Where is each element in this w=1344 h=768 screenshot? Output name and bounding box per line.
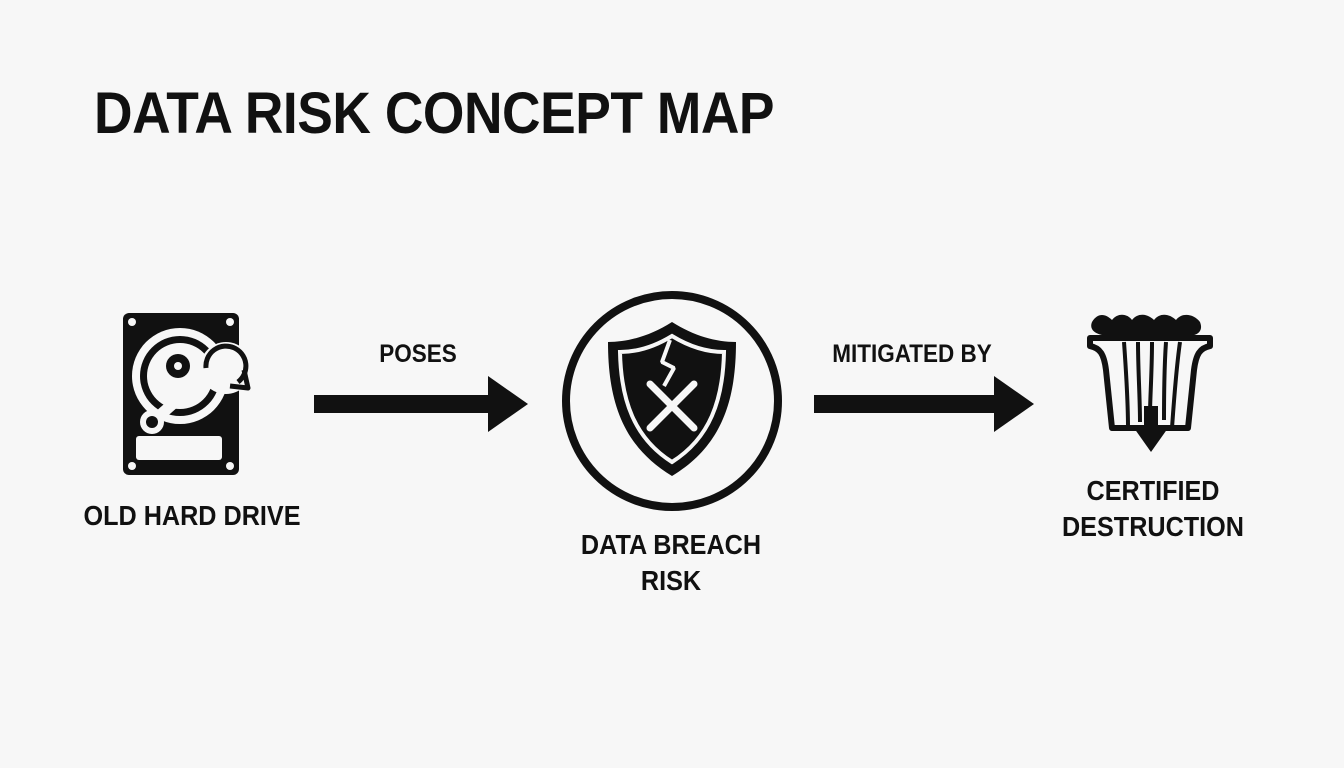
- node-label-breach: DATA BREACH RISK: [580, 529, 762, 596]
- page-title: DATA RISK CONCEPT MAP: [94, 81, 775, 146]
- edge-label-poses: POSES: [379, 340, 457, 368]
- edge-label-mitigated-by: MITIGATED BY: [832, 340, 992, 368]
- arrow-mitigated-by: [814, 376, 1034, 432]
- node-label-hard-drive: OLD HARD DRIVE: [83, 500, 301, 531]
- hard-drive-icon: [123, 313, 252, 475]
- node-label-destruction: CERTIFIED DESTRUCTION: [1061, 475, 1244, 542]
- arrow-poses: [314, 376, 528, 432]
- broken-shield-icon: [562, 291, 782, 511]
- shredder-icon: [1087, 314, 1213, 452]
